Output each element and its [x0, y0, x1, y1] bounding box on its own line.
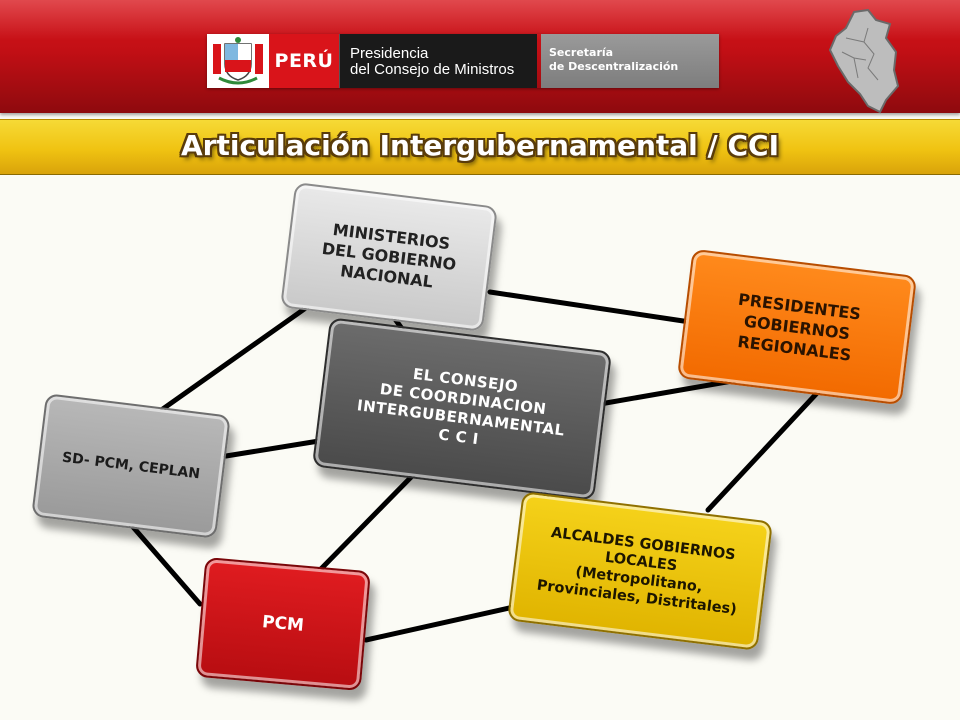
org-name: Presidencia del Consejo de Ministros	[339, 34, 537, 88]
peru-brand: PERÚ	[269, 34, 339, 88]
org-name-line1: Presidencia	[350, 45, 429, 62]
node-pcm-line1: PCM	[261, 612, 305, 636]
peru-map-icon	[828, 8, 900, 114]
node-presidentes: PRESIDENTES GOBIERNOS REGIONALES	[676, 248, 918, 406]
department-line1: Secretaría	[549, 46, 614, 59]
connector-cci-sd	[223, 437, 328, 459]
node-sd-pcm-ceplan: SD- PCM, CEPLAN	[31, 393, 231, 539]
slide-title: Articulación Intergubernamental / CCI	[181, 129, 779, 162]
connector-pcm-alcaldes	[363, 603, 521, 643]
node-sd-line1: SD- PCM, CEPLAN	[61, 449, 201, 483]
connector-ministerios-presidentes	[487, 289, 693, 325]
department-line2: de Descentralización	[549, 60, 679, 73]
coat-of-arms-icon	[207, 34, 269, 88]
title-band: Articulación Intergubernamental / CCI	[0, 119, 960, 175]
header-band	[0, 0, 960, 113]
org-name-line2: del Consejo de Ministros	[350, 61, 515, 78]
connector-cci-pcm	[313, 465, 423, 577]
node-pcm: PCM	[195, 556, 371, 692]
department-name: Secretaría de Descentralización	[541, 34, 719, 88]
connector-ministerios-sd	[147, 302, 313, 421]
node-ministerios: MINISTERIOS DEL GOBIERNO NACIONAL	[280, 182, 498, 332]
pcm-logo: PERÚ Presidencia del Consejo de Ministro…	[207, 34, 719, 88]
connector-cci-presidentes	[597, 377, 741, 407]
connector-presidentes-alcaldes	[705, 389, 821, 513]
